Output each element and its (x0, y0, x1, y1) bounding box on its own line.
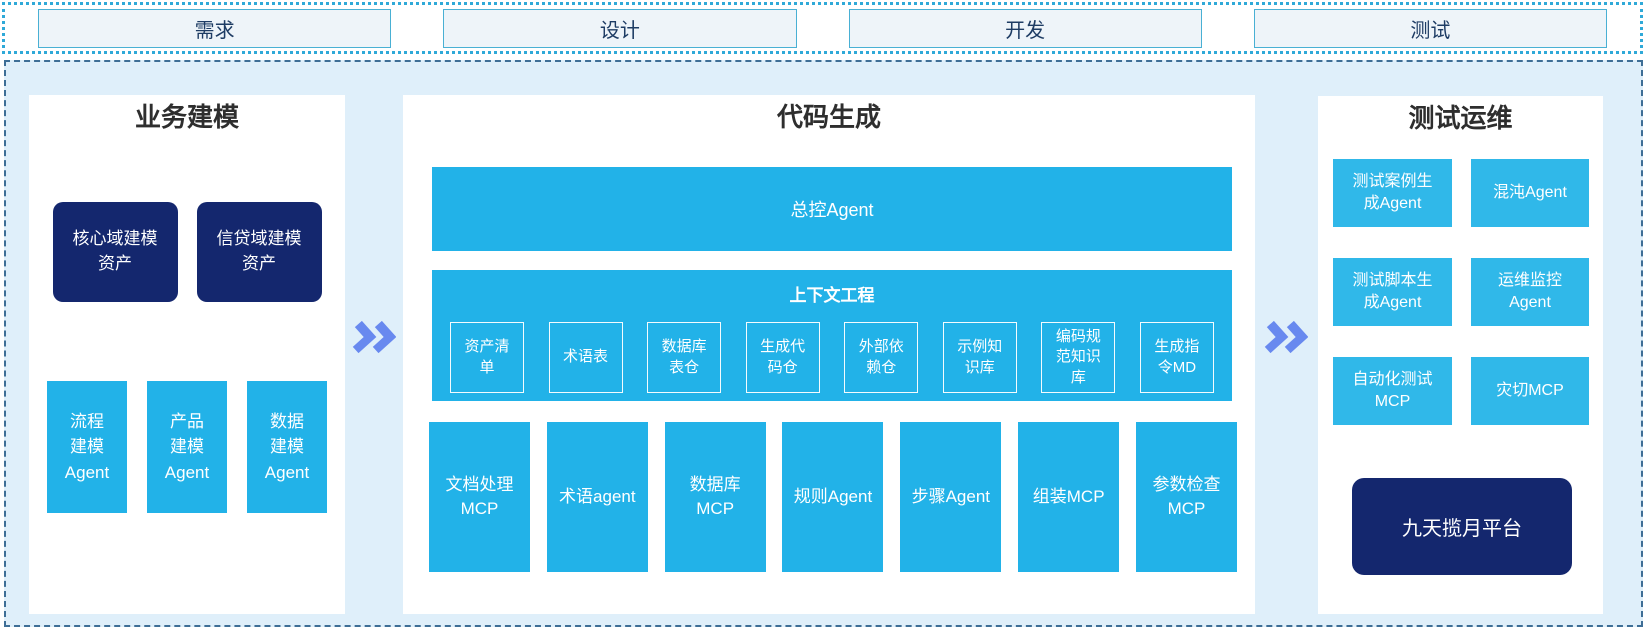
phase-design: 设计 (443, 8, 797, 48)
panel-test-operations: 测试运维 测试案例生 成Agent 混沌Agent 测试脚本生 成Agent 运… (1318, 96, 1603, 614)
panel-code-generation: 代码生成 总控Agent 上下文工程 资产清 单 术语表 数据库 表仓 生成代 … (403, 95, 1255, 614)
disaster-switch-mcp-box: 灾切MCP (1471, 357, 1589, 425)
database-mcp-box: 数据库 MCP (664, 422, 766, 572)
jiutian-lanyue-platform-box: 九天揽月平台 (1352, 478, 1572, 575)
phase-strip: 需求 设计 开发 测试 (2, 2, 1643, 54)
database-table-repo-box: 数据库 表仓 (647, 322, 722, 393)
asset-box-row: 核心域建模 资产 信贷域建模 资产 (29, 202, 345, 302)
test-case-generation-agent-box: 测试案例生 成Agent (1333, 159, 1452, 227)
chevron-right-double-icon (350, 320, 398, 354)
generated-code-repo-box: 生成代 码仓 (745, 322, 820, 393)
asset-list-box: 资产清 单 (450, 322, 524, 393)
glossary-box: 术语表 (548, 322, 623, 393)
terminology-agent-box: 术语agent (546, 422, 648, 572)
data-modeling-agent-box: 数据 建模 Agent (247, 381, 327, 513)
assembly-mcp-box: 组装MCP (1018, 422, 1120, 572)
main-section: 业务建模 核心域建模 资产 信贷域建模 资产 流程 建模 Agent 产品 建模… (4, 60, 1643, 627)
phase-testing: 测试 (1253, 8, 1607, 48)
test-script-generation-agent-box: 测试脚本生 成Agent (1333, 258, 1452, 326)
master-control-agent-bar: 总控Agent (432, 167, 1232, 251)
phase-development: 开发 (848, 8, 1202, 48)
ops-monitoring-agent-box: 运维监控 Agent (1471, 258, 1589, 326)
testops-box-grid: 测试案例生 成Agent 混沌Agent 测试脚本生 成Agent 运维监控 A… (1333, 159, 1589, 425)
automated-testing-mcp-box: 自动化测试 MCP (1333, 357, 1452, 425)
context-engineering-title: 上下文工程 (789, 286, 875, 305)
process-modeling-agent-box: 流程 建模 Agent (47, 381, 127, 513)
context-item-row: 资产清 单 术语表 数据库 表仓 生成代 码仓 外部依 赖仓 示例知 识库 编码… (432, 322, 1232, 393)
rule-agent-box: 规则Agent (782, 422, 884, 572)
chaos-agent-box: 混沌Agent (1471, 159, 1589, 227)
example-knowledge-base-box: 示例知 识库 (942, 322, 1017, 393)
doc-processing-mcp-box: 文档处理 MCP (429, 422, 530, 572)
core-domain-asset-box: 核心域建模 资产 (52, 202, 178, 302)
context-engineering-box: 上下文工程 资产清 单 术语表 数据库 表仓 生成代 码仓 外部依 赖仓 示例知… (432, 270, 1232, 401)
external-dependency-repo-box: 外部依 赖仓 (844, 322, 919, 393)
panel-business-modeling: 业务建模 核心域建模 资产 信贷域建模 资产 流程 建模 Agent 产品 建模… (29, 95, 345, 614)
worker-box-row: 文档处理 MCP 术语agent 数据库 MCP 规则Agent 步骤Agent… (429, 422, 1237, 572)
product-modeling-agent-box: 产品 建模 Agent (147, 381, 227, 513)
parameter-check-mcp-box: 参数检查 MCP (1135, 422, 1237, 572)
testops-panel-title: 测试运维 (1408, 103, 1513, 133)
modeling-agent-row: 流程 建模 Agent 产品 建模 Agent 数据 建模 Agent (29, 381, 345, 513)
phase-requirements: 需求 (38, 8, 392, 48)
chevron-right-double-icon (1262, 320, 1310, 354)
coding-standards-knowledge-base-box: 编码规 范知识 库 (1041, 322, 1116, 393)
business-panel-title: 业务建模 (134, 102, 239, 132)
generation-instruction-md-box: 生成指 令MD (1139, 322, 1214, 393)
step-agent-box: 步骤Agent (900, 422, 1002, 572)
codegen-panel-title: 代码生成 (776, 102, 881, 132)
credit-domain-asset-box: 信贷域建模 资产 (196, 202, 322, 302)
